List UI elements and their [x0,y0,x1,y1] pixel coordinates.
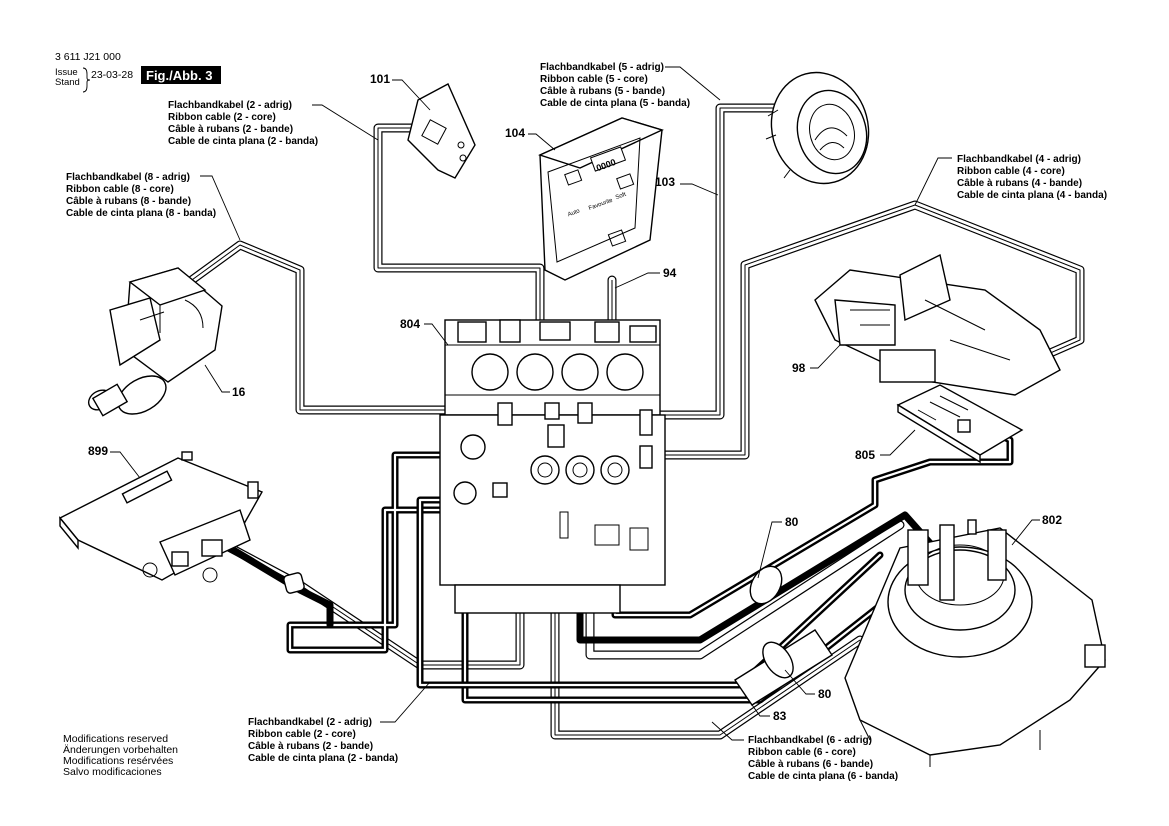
stand-label: Stand [55,77,80,88]
modifications-note: Modifications reserved Änderungen vorbeh… [63,733,178,778]
panel-display [589,146,627,172]
issue-date: 23-03-28 [91,69,133,81]
svg-text:Cable de cinta plana (6 - band: Cable de cinta plana (6 - banda) [748,771,898,782]
svg-text:Salvo modificaciones: Salvo modificaciones [63,766,162,778]
svg-text:Modifications resérvées: Modifications resérvées [63,755,173,767]
figure-label: Fig./Abb. 3 [146,68,212,83]
thick-cables [221,421,1014,704]
part-802-funnel [844,519,1106,767]
panel-btn-soft: Soft [615,192,627,201]
part-804-controller-block [439,319,666,614]
label-804: 804 [400,317,420,331]
label-802: 802 [1042,513,1062,527]
part-899-mounting-plate [58,451,264,583]
issue-brace [82,67,91,93]
cable-clips [283,565,833,706]
label-899: 899 [88,444,108,458]
svg-text:Cable de cinta plana (2 - band: Cable de cinta plana (2 - banda) [168,136,318,147]
part-104-control-panel: 0000 Auto Favourite Soft [538,117,664,281]
svg-text:Flachbandkabel (4 - adrig): Flachbandkabel (4 - adrig) [957,154,1081,165]
label-103: 103 [655,175,675,189]
svg-text:Flachbandkabel (2 - adrig): Flachbandkabel (2 - adrig) [168,100,292,111]
label-cable-5core: Flachbandkabel (5 - adrig) Ribbon cable … [540,62,690,109]
svg-text:Flachbandkabel (2 - adrig): Flachbandkabel (2 - adrig) [248,717,372,728]
label-cable-8core: Flachbandkabel (8 - adrig) Ribbon cable … [66,172,216,219]
svg-text:Ribbon cable (8 - core): Ribbon cable (8 - core) [66,184,174,195]
svg-text:Cable de cinta plana (8 - band: Cable de cinta plana (8 - banda) [66,208,216,219]
svg-text:Câble à rubans (2 - bande): Câble à rubans (2 - bande) [168,124,293,135]
issue-label: Issue [55,67,78,78]
svg-text:Modifications reserved: Modifications reserved [63,733,168,745]
label-cable-6core: Flachbandkabel (6 - adrig) Ribbon cable … [748,735,898,782]
svg-text:Câble à rubans (4 - bande): Câble à rubans (4 - bande) [957,178,1082,189]
figure-badge [141,66,221,84]
label-83: 83 [773,709,787,723]
label-98: 98 [792,361,806,375]
svg-text:Ribbon cable (5 - core): Ribbon cable (5 - core) [540,74,648,85]
label-80-upper: 80 [785,515,799,529]
label-805: 805 [855,448,875,462]
label-104: 104 [505,126,525,140]
part-16-valve-assembly [87,267,223,417]
svg-text:Ribbon cable (2 - core): Ribbon cable (2 - core) [168,112,276,123]
label-94: 94 [663,266,677,280]
part-101-sensor-board [407,83,476,179]
label-101: 101 [370,72,390,86]
svg-text:Ribbon cable (6 - core): Ribbon cable (6 - core) [748,747,856,758]
svg-text:Câble à rubans (8 - bande): Câble à rubans (8 - bande) [66,196,191,207]
panel-btn-auto: Auto [567,208,581,218]
svg-text:Câble à rubans (6 - bande): Câble à rubans (6 - bande) [748,759,873,770]
svg-text:Cable de cinta plana (4 - band: Cable de cinta plana (4 - banda) [957,190,1107,201]
label-cable-4core: Flachbandkabel (4 - adrig) Ribbon cable … [957,154,1107,201]
part-103-rotary-dial [765,71,870,185]
svg-text:Änderungen vorbehalten: Änderungen vorbehalten [63,744,178,756]
label-cable-2core-bottom: Flachbandkabel (2 - adrig) Ribbon cable … [248,717,398,764]
svg-text:Câble à rubans (5 - bande): Câble à rubans (5 - bande) [540,86,665,97]
label-16: 16 [232,385,246,399]
label-cable-2core-top: Flachbandkabel (2 - adrig) Ribbon cable … [168,100,318,147]
svg-text:Cable de cinta plana (5 - band: Cable de cinta plana (5 - banda) [540,98,690,109]
part-805-pcb [896,384,1024,464]
svg-text:Ribbon cable (4 - core): Ribbon cable (4 - core) [957,166,1065,177]
svg-text:Câble à rubans (2 - bande): Câble à rubans (2 - bande) [248,741,373,752]
svg-text:Flachbandkabel (5 - adrig): Flachbandkabel (5 - adrig) [540,62,664,73]
doc-number: 3 611 J21 000 [55,51,121,63]
label-80-lower: 80 [818,687,832,701]
part-98-housing [814,253,1061,396]
svg-text:Ribbon cable (2 - core): Ribbon cable (2 - core) [248,729,356,740]
svg-text:Flachbandkabel (6 - adrig): Flachbandkabel (6 - adrig) [748,735,872,746]
svg-text:Cable de cinta plana (2 - band: Cable de cinta plana (2 - banda) [248,753,398,764]
svg-text:Flachbandkabel (8 - adrig): Flachbandkabel (8 - adrig) [66,172,190,183]
